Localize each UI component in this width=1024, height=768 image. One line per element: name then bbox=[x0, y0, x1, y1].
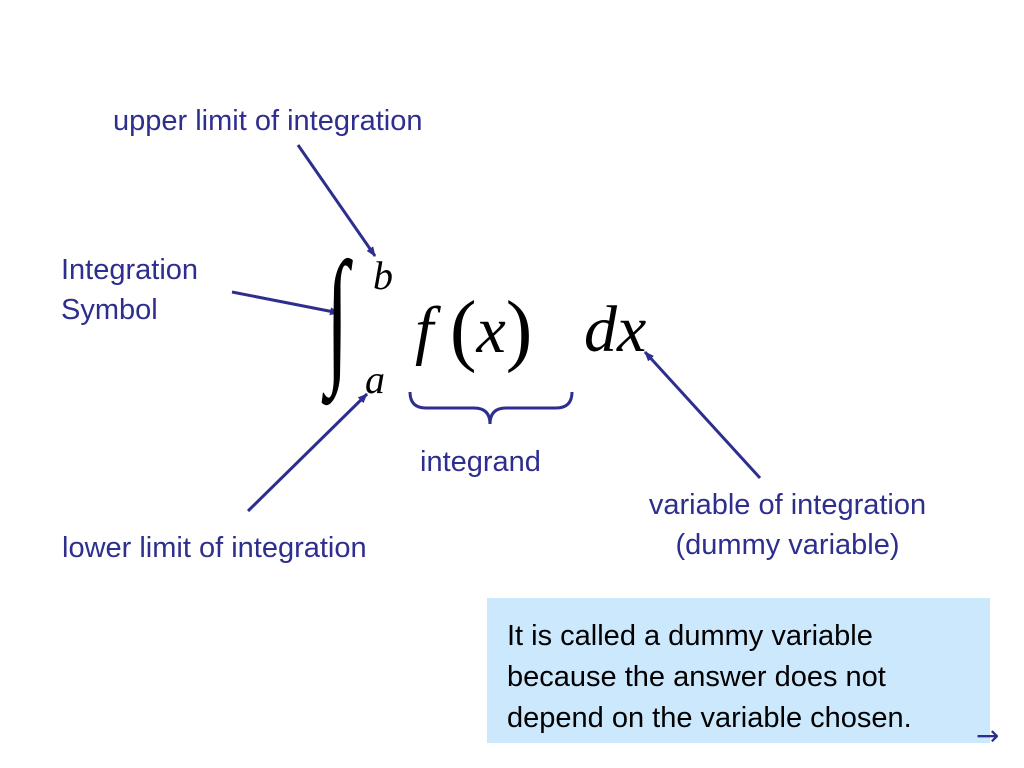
integration-symbol-label-line2: Symbol bbox=[61, 294, 158, 326]
close-paren: ) bbox=[505, 286, 533, 374]
integration-symbol-label-line1: Integration bbox=[61, 254, 199, 286]
arrow-variable-of-integration bbox=[643, 350, 762, 480]
note-text: It is called a dummy variable because th… bbox=[507, 616, 990, 739]
note-box: It is called a dummy variable because th… bbox=[487, 598, 990, 743]
integrand-brace bbox=[408, 391, 574, 425]
integrand-label: integrand bbox=[420, 446, 541, 478]
note-line1: It is called a dummy variable bbox=[507, 620, 873, 652]
integration-symbol-label: Integration Symbol bbox=[61, 250, 261, 330]
lower-bound: a bbox=[365, 357, 385, 402]
variable-of-integration-label: variable of integration (dummy variable) bbox=[600, 485, 975, 565]
note-line3: depend on the variable chosen. bbox=[507, 702, 912, 734]
open-paren: ( bbox=[449, 286, 477, 374]
integrand-expression: f (x) bbox=[415, 290, 532, 370]
variable-label-line2: (dummy variable) bbox=[675, 529, 900, 561]
next-slide-arrow-icon[interactable]: → bbox=[976, 719, 1000, 752]
function-name: f bbox=[415, 294, 434, 367]
upper-limit-label: upper limit of integration bbox=[113, 105, 423, 137]
argument: x bbox=[476, 294, 506, 367]
upper-bound: b bbox=[373, 253, 393, 298]
arrow-lower-limit bbox=[246, 392, 369, 513]
arrow-upper-limit bbox=[296, 144, 377, 257]
note-line2: because the answer does not bbox=[507, 661, 886, 693]
lower-limit-label: lower limit of integration bbox=[62, 532, 367, 564]
arrow-integration-symbol bbox=[231, 290, 340, 316]
integral-sign: ∫ bbox=[326, 232, 349, 398]
differential: dx bbox=[584, 293, 647, 366]
variable-label-line1: variable of integration bbox=[648, 489, 927, 521]
